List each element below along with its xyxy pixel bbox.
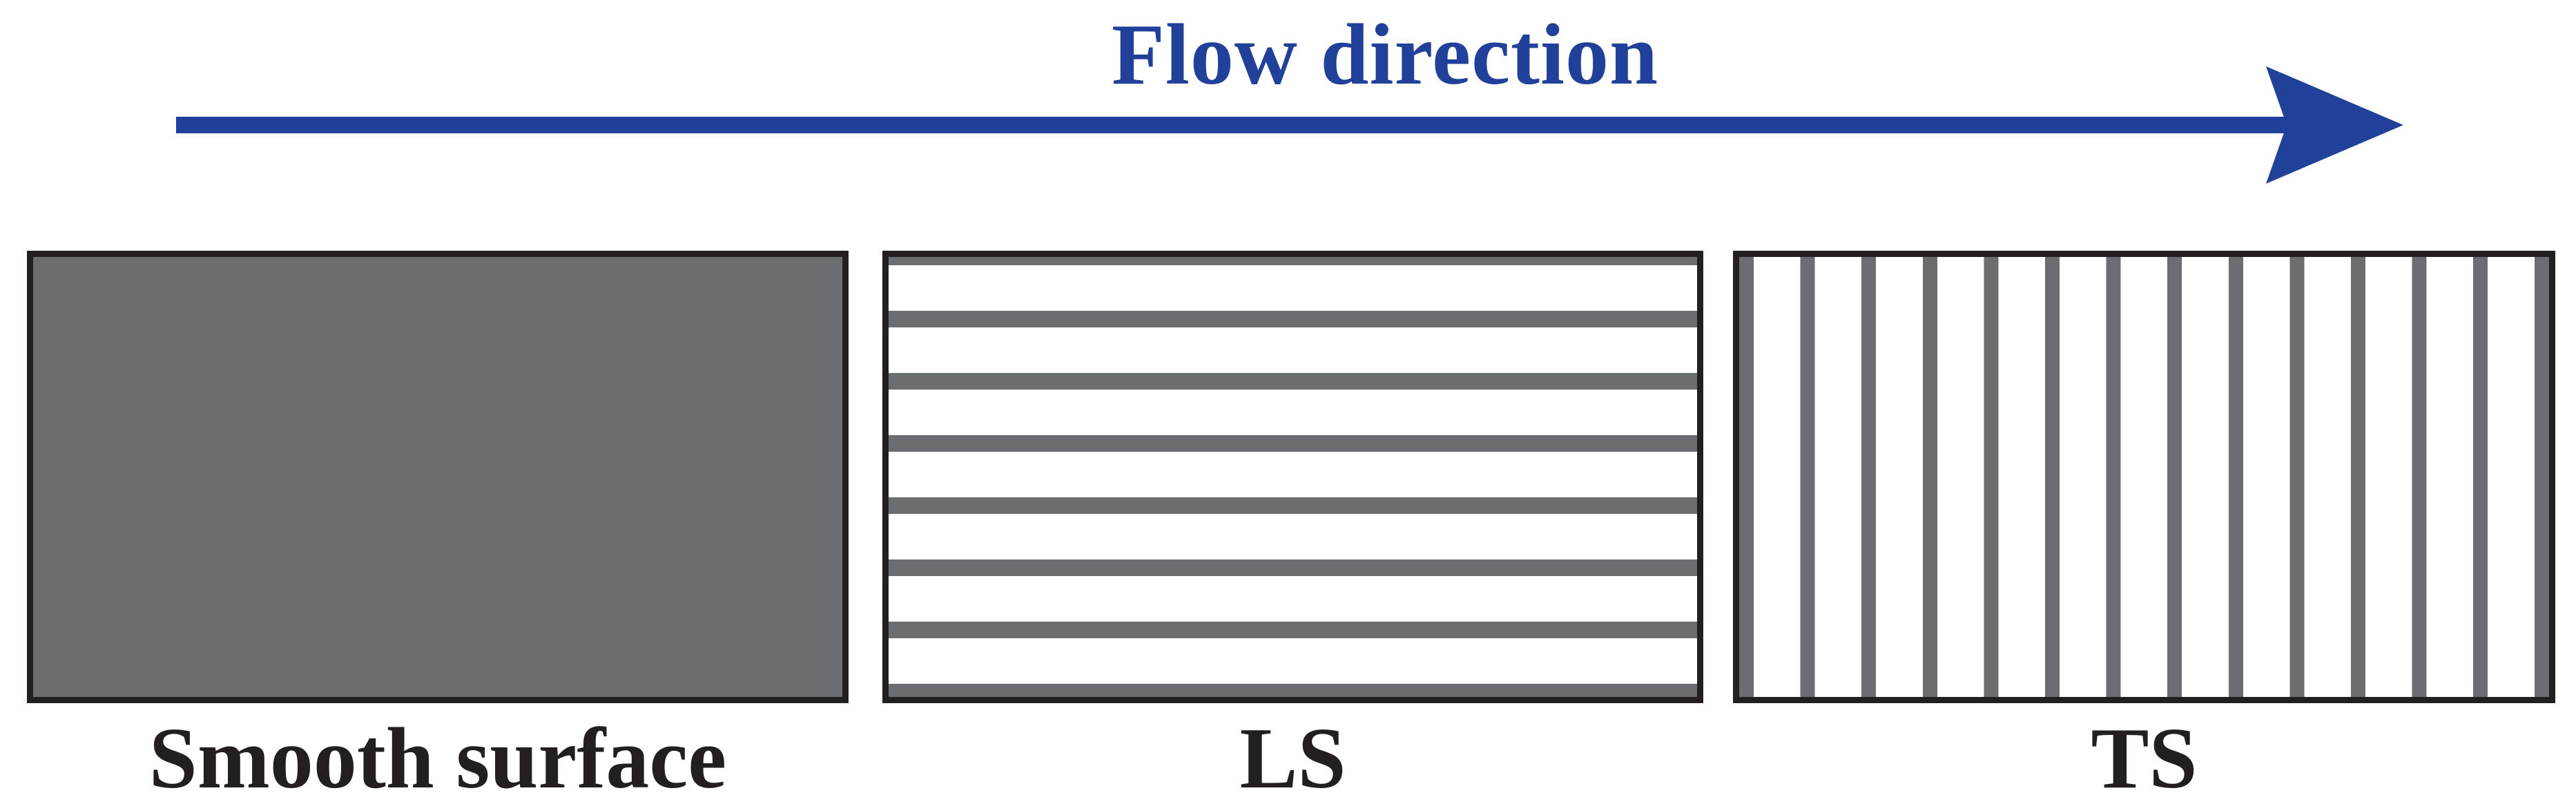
label-ts: TS [2091, 711, 2198, 804]
flow-direction-title: Flow direction [1111, 7, 1659, 103]
arrow-shaft [176, 117, 2289, 133]
panel-smooth-surface [27, 251, 849, 703]
panel-ls-longitudinal-stripes [882, 251, 1703, 703]
label-ls: LS [1239, 711, 1346, 804]
arrow-head [2266, 66, 2403, 184]
label-smooth-surface: Smooth surface [148, 711, 727, 804]
panel-ts-transverse-stripes [1733, 251, 2555, 703]
flow-direction-arrow-icon [176, 66, 2403, 184]
